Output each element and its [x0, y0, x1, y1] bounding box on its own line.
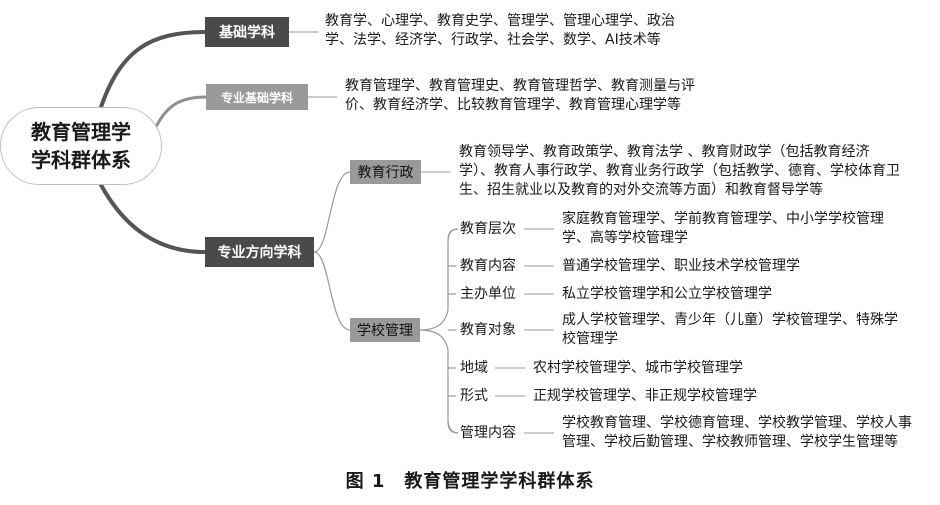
leaf-neirong-desc: 普通学校管理学、职业技术学校管理学 — [562, 257, 800, 276]
leaf-xingshi-label: 形式 — [460, 388, 488, 404]
tick-guanli — [447, 421, 459, 434]
node-jichu: 基础学科 — [205, 17, 289, 47]
link-root-zhuanyejichu — [150, 95, 207, 136]
root-title-line2: 学科群体系 — [31, 148, 131, 172]
leaf-zhuban-desc: 私立学校管理学和公立学校管理学 — [562, 285, 772, 304]
leaf-duixiang-label: 教育对象 — [460, 322, 516, 338]
leaf-diyu-desc-line: 农村学校管理学、城市学校管理学 — [533, 360, 743, 376]
desc-zhuanye-jichu-line: 价、教育经济学、比较教育管理学、教育管理心理学等 — [345, 97, 681, 113]
desc-jichu-line: 教育学、心理学、教育史学、管理学、管理心理学、政治 — [325, 13, 675, 29]
desc-xingzheng-line: 教育领导学、教育政策学、教育法学 、教育财政学（包括教育经济 — [459, 144, 870, 160]
desc-zhuanye-jichu: 教育管理学、教育管理史、教育管理哲学、教育测量与评 价、教育经济学、比较教育管理… — [345, 77, 695, 115]
leaf-diyu-label: 地域 — [460, 360, 488, 376]
desc-zhuanye-jichu-line: 教育管理学、教育管理史、教育管理哲学、教育测量与评 — [345, 78, 695, 94]
leaf-zhuban-desc-line: 私立学校管理学和公立学校管理学 — [562, 286, 772, 302]
leaf-duixiang-desc-line: 成人学校管理学、青少年（儿童）学校管理学、特殊学 — [562, 312, 898, 328]
leaf-cengci-desc: 家庭教育管理学、学前教育管理学、中小学学校管理 学、高等学校管理学 — [562, 210, 884, 248]
leaf-cengci-desc-line: 学、高等学校管理学 — [562, 230, 688, 246]
leaf-guanli-desc-line: 管理、学校后勤管理、学校教师管理、学校学生管理等 — [562, 434, 898, 450]
desc-xingzheng-line: 生、招生就业以及教育的对外交流等方面）和教育督导学等 — [459, 182, 823, 198]
link-root-jichu — [98, 30, 206, 111]
leaf-xingshi-desc-line: 正规学校管理学、非正规学校管理学 — [533, 388, 757, 404]
node-xingzheng: 教育行政 — [350, 160, 421, 184]
link-fangxiang-xingzheng — [313, 171, 351, 253]
node-fangxiang-label: 专业方向学科 — [217, 245, 302, 261]
figure-caption: 图 1 教育管理学学科群体系 — [345, 471, 595, 492]
leaf-guanli-desc: 学校教育管理、学校德育管理、学校教学管理、学校人事 管理、学校后勤管理、学校教师… — [562, 414, 912, 452]
node-fangxiang: 专业方向学科 — [205, 237, 314, 267]
link-fangxiang-xuexiao — [313, 251, 351, 331]
leaf-diyu-desc: 农村学校管理学、城市学校管理学 — [533, 359, 743, 378]
desc-xingzheng-line: 学）、教育人事行政学、教育业务行政学（包括教学、德育、学校体育卫 — [459, 163, 900, 179]
leaf-duixiang-desc-line: 校管理学 — [562, 331, 618, 347]
tick-cengci — [447, 228, 459, 241]
desc-xingzheng: 教育领导学、教育政策学、教育法学 、教育财政学（包括教育经济 学）、教育人事行政… — [459, 143, 900, 200]
node-xuexiao-label: 学校管理 — [357, 323, 413, 339]
leaf-cengci-label: 教育层次 — [460, 221, 516, 237]
leaf-guanli-desc-line: 学校教育管理、学校德育管理、学校教学管理、学校人事 — [562, 415, 912, 431]
leaf-zhuban-label: 主办单位 — [460, 286, 516, 302]
leaf-xingshi-desc: 正规学校管理学、非正规学校管理学 — [533, 387, 757, 406]
node-jichu-label: 基础学科 — [219, 25, 275, 41]
node-zhuanye-jichu: 专业基础学科 — [206, 84, 308, 110]
node-xingzheng-label: 教育行政 — [357, 165, 414, 181]
desc-jichu: 教育学、心理学、教育史学、管理学、管理心理学、政治 学、法学、经济学、行政学、社… — [325, 12, 675, 50]
leaf-cengci-desc-line: 家庭教育管理学、学前教育管理学、中小学学校管理 — [562, 211, 884, 227]
root-title-line1: 教育管理学 — [31, 120, 131, 144]
node-zhuanye-jichu-label: 专业基础学科 — [220, 90, 293, 105]
root-node: 教育管理学 学科群体系 — [0, 107, 162, 185]
leaf-neirong-label: 教育内容 — [460, 258, 516, 274]
node-xuexiao: 学校管理 — [350, 318, 420, 342]
leaf-guanli-label: 管理内容 — [460, 425, 516, 441]
leaf-neirong-desc-line: 普通学校管理学、职业技术学校管理学 — [562, 258, 800, 274]
desc-jichu-line: 学、法学、经济学、行政学、社会学、数学、AI技术等 — [325, 32, 661, 48]
link-root-fangxiang — [98, 182, 206, 254]
link-xuexiao-bracket — [419, 228, 459, 434]
leaf-duixiang-desc: 成人学校管理学、青少年（儿童）学校管理学、特殊学 校管理学 — [562, 311, 898, 349]
